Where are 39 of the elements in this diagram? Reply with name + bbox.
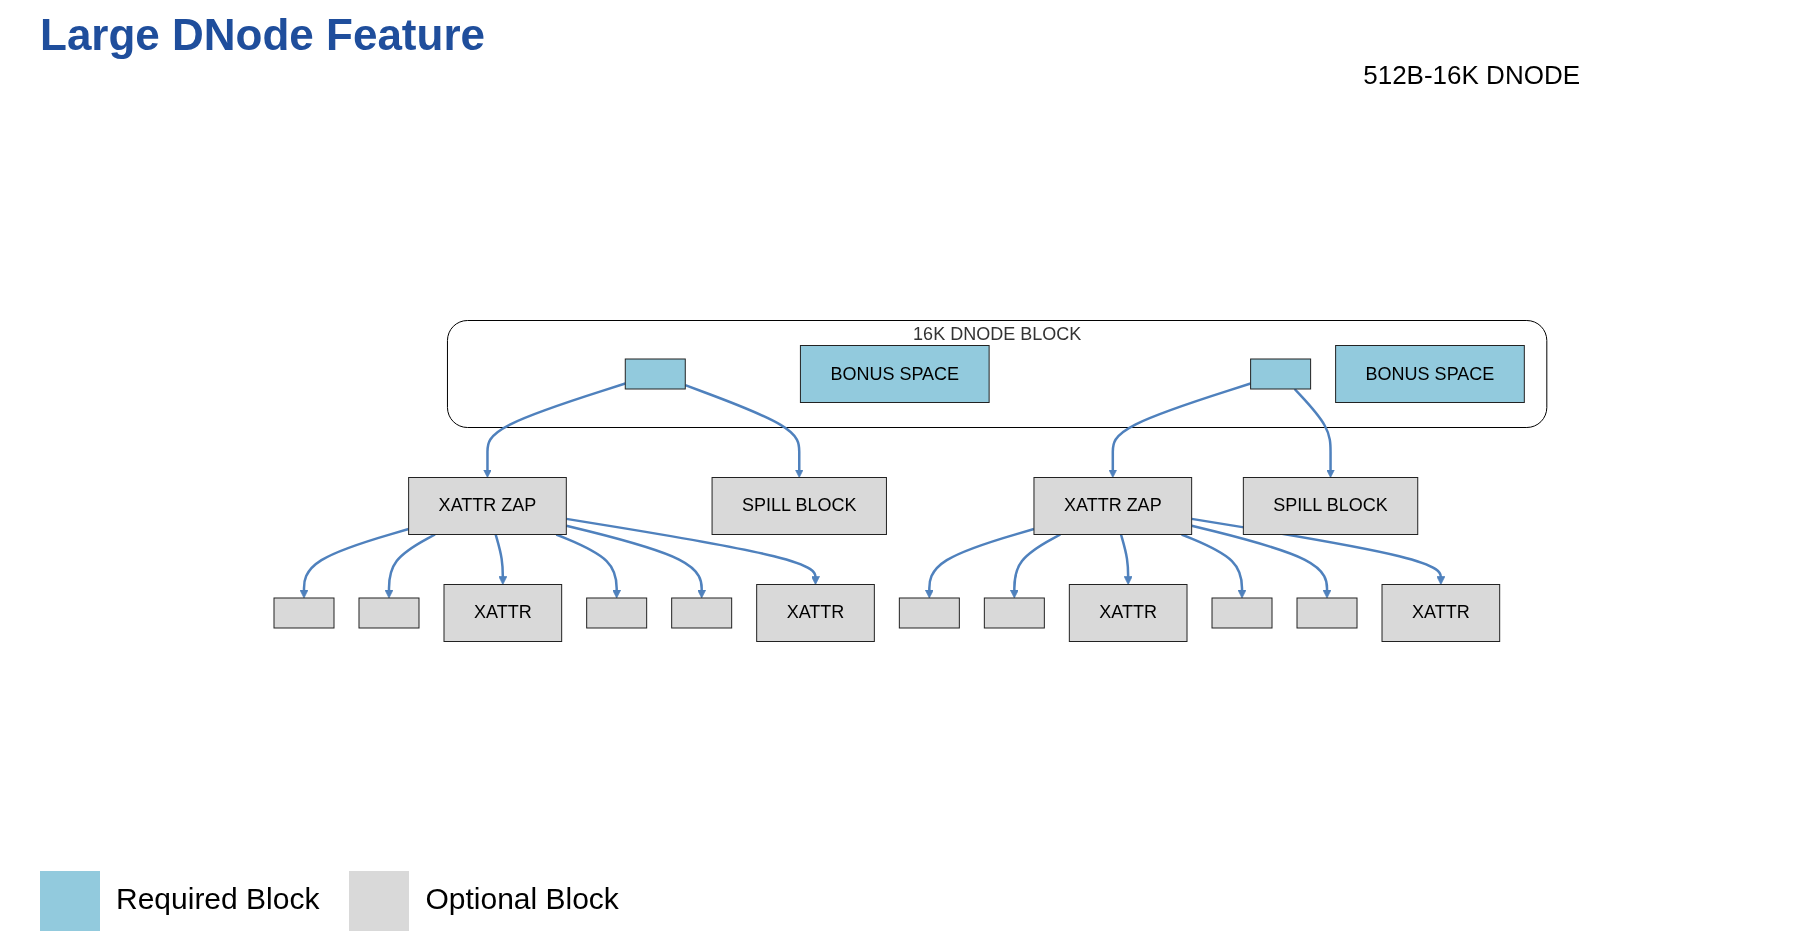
node-box: XATTR xyxy=(755,584,875,642)
node-box: SPILL BLOCK xyxy=(1242,477,1418,535)
node-box xyxy=(1249,358,1311,390)
node-box xyxy=(1211,597,1273,629)
arrow xyxy=(482,382,626,478)
node-box: XATTR xyxy=(1381,584,1500,642)
legend-label: Optional Block xyxy=(425,881,619,915)
node-box: BONUS SPACE xyxy=(1334,345,1525,403)
node-box: XATTR xyxy=(1068,584,1188,642)
node-box xyxy=(624,358,686,390)
node-box: BONUS SPACE xyxy=(799,345,990,403)
node-box xyxy=(358,597,420,629)
node-box: XATTR ZAP xyxy=(407,477,567,535)
node-box xyxy=(585,597,647,629)
title: Large DNode Feature xyxy=(40,10,486,60)
node-box xyxy=(898,597,960,629)
legend-label: Required Block xyxy=(116,881,320,915)
arrow xyxy=(684,383,804,478)
arrow xyxy=(555,533,621,599)
node-box xyxy=(273,597,335,629)
arrow xyxy=(565,524,706,599)
bracket-label: 512B-16K DNODE xyxy=(1363,60,1580,90)
node-box: XATTR ZAP xyxy=(1033,477,1192,535)
arrow xyxy=(1119,534,1133,585)
node-box xyxy=(670,597,732,629)
arrow xyxy=(1293,388,1335,478)
node-box xyxy=(983,597,1045,629)
node-box: SPILL BLOCK xyxy=(711,477,887,535)
arrow xyxy=(1108,382,1251,478)
node-box xyxy=(1296,597,1358,629)
arrow xyxy=(924,527,1034,599)
node-box: XATTR xyxy=(443,584,562,642)
arrow xyxy=(299,527,409,599)
arrow xyxy=(1009,533,1061,599)
arrow xyxy=(384,533,436,599)
arrow xyxy=(565,517,820,585)
arrow xyxy=(1180,533,1246,599)
arrow xyxy=(1190,524,1331,599)
arrow xyxy=(494,534,507,585)
